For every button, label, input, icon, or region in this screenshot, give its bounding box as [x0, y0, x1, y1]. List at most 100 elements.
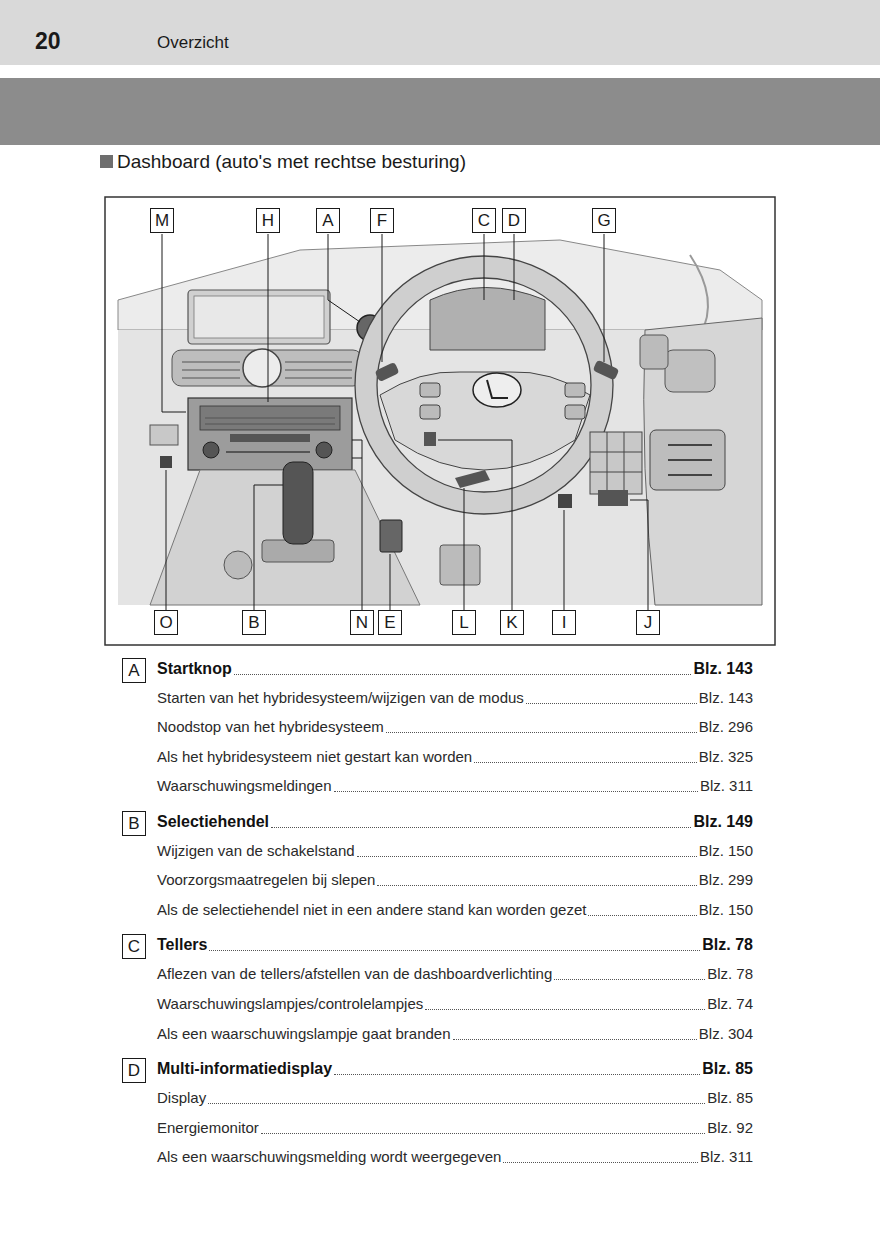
- item-text: Waarschuwingslampjes/controlelampjes: [157, 994, 423, 1014]
- callout-letter: D: [502, 208, 526, 233]
- leader-line: [166, 470, 167, 610]
- k-switch: [424, 432, 436, 446]
- dot-leader: [377, 885, 696, 886]
- leader-line: [162, 234, 186, 412]
- page-reference: Blz. 85: [707, 1088, 753, 1108]
- callout-text: D: [128, 1061, 140, 1081]
- rim-inner: [377, 278, 591, 492]
- j-switch: [598, 490, 628, 506]
- steering-rim: [366, 267, 602, 503]
- item-text: Starten van het hybridesysteem/wijzigen …: [157, 688, 524, 708]
- brake-pedal: [440, 545, 480, 585]
- leader-line: [328, 234, 360, 322]
- page-reference: Blz. 92: [707, 1118, 753, 1138]
- callout-text: N: [356, 613, 368, 633]
- knob-left: [203, 442, 219, 458]
- dot-leader: [526, 703, 697, 704]
- page-reference: Blz. 78: [707, 964, 753, 984]
- page-reference: Blz. 150: [699, 900, 753, 920]
- figure-frame: [105, 197, 775, 645]
- item-heading: Startknop: [157, 659, 232, 679]
- panel-display: [230, 434, 310, 442]
- list-item-row: Wijzigen van de schakelstandBlz. 150: [157, 839, 753, 861]
- callout-text: O: [159, 613, 172, 633]
- list-letter-box: B: [122, 811, 146, 836]
- callout-letter: O: [154, 610, 178, 635]
- logo-mark: [487, 380, 508, 398]
- item-text: Noodstop van het hybridesysteem: [157, 717, 384, 737]
- switch-grid: [590, 432, 642, 494]
- wheel-hub: [380, 372, 590, 470]
- list-item-row: Noodstop van het hybridesysteem Blz. 296: [157, 715, 753, 737]
- dot-leader: [208, 1103, 705, 1104]
- callout-letter: M: [150, 208, 174, 233]
- callout-text: C: [478, 211, 490, 231]
- center-panel: [188, 398, 352, 470]
- analog-clock: [243, 349, 281, 387]
- item-heading: Multi-informatiedisplay: [157, 1059, 332, 1079]
- dot-leader: [588, 915, 696, 916]
- chapter-name: Overzicht: [157, 32, 229, 53]
- callout-text: A: [128, 661, 139, 681]
- page-reference: Blz. 149: [693, 812, 753, 832]
- dot-leader: [357, 856, 697, 857]
- callout-text: K: [506, 613, 517, 633]
- callout-text: C: [128, 937, 140, 957]
- item-text: Wijzigen van de schakelstand: [157, 841, 355, 861]
- o-switch: [160, 456, 172, 468]
- side-vent-right: [640, 335, 668, 369]
- dot-leader: [425, 1009, 705, 1010]
- list-item-row: Starten van het hybridesysteem/wijzigen …: [157, 686, 753, 708]
- list-heading-row: Multi-informatiedisplay Blz. 85: [157, 1057, 753, 1079]
- page-reference: Blz. 78: [702, 935, 753, 955]
- callout-text: G: [597, 211, 610, 231]
- callout-text: B: [128, 814, 139, 834]
- switch-panel: [590, 432, 642, 494]
- list-letter-box: D: [122, 1058, 146, 1083]
- dot-leader: [209, 950, 700, 951]
- item-heading: Tellers: [157, 935, 207, 955]
- wheel-switch-right: [565, 405, 585, 419]
- item-text: Als het hybridesysteem niet gestart kan …: [157, 747, 472, 767]
- page-reference: Blz. 85: [702, 1059, 753, 1079]
- callout-letter: C: [472, 208, 496, 233]
- wheel-switch-left: [420, 383, 440, 397]
- leader-line: [514, 234, 515, 300]
- callout-letter: I: [552, 610, 576, 635]
- leader-line: [484, 234, 485, 300]
- page-reference: Blz. 311: [700, 776, 753, 796]
- dot-leader: [474, 762, 697, 763]
- dot-leader: [503, 1162, 698, 1163]
- callout-letter: B: [242, 610, 266, 635]
- leader-line: [268, 234, 269, 402]
- list-letter-box: C: [122, 934, 146, 959]
- callout-letter: A: [316, 208, 340, 233]
- item-text: Aflezen van de tellers/afstellen van de …: [157, 964, 552, 984]
- callout-letter: K: [500, 610, 524, 635]
- wheel-switch-left: [420, 405, 440, 419]
- page-reference: Blz. 296: [699, 717, 753, 737]
- list-item-row: Als de selectiehendel niet in een andere…: [157, 898, 753, 920]
- item-text: Als een waarschuwingsmelding wordt weerg…: [157, 1147, 501, 1167]
- dot-leader: [334, 791, 698, 792]
- dot-leader: [234, 674, 692, 675]
- list-item-row: Als een waarschuwingsmelding wordt weerg…: [157, 1145, 753, 1167]
- callout-letter: G: [592, 208, 616, 233]
- callout-text: B: [248, 613, 259, 633]
- controller-knob: [224, 551, 252, 579]
- callout-text: H: [262, 211, 274, 231]
- list-heading-row: Startknop Blz. 143: [157, 657, 753, 679]
- item-heading: Selectiehendel: [157, 812, 269, 832]
- audio-panel: [200, 406, 340, 430]
- item-text: Waarschuwingsmeldingen: [157, 776, 332, 796]
- dot-leader: [271, 827, 691, 828]
- page-reference: Blz. 143: [693, 659, 753, 679]
- page-reference: Blz. 74: [707, 994, 753, 1014]
- wheel-switch-right: [565, 383, 585, 397]
- page-reference: Blz. 143: [699, 688, 753, 708]
- list-item-row: Aflezen van de tellers/afstellen van de …: [157, 962, 753, 984]
- center-vents: [172, 350, 362, 386]
- list-heading-row: Tellers Blz. 78: [157, 933, 753, 955]
- list-item-row: Waarschuwingslampjes/controlelampjes Blz.…: [157, 992, 753, 1014]
